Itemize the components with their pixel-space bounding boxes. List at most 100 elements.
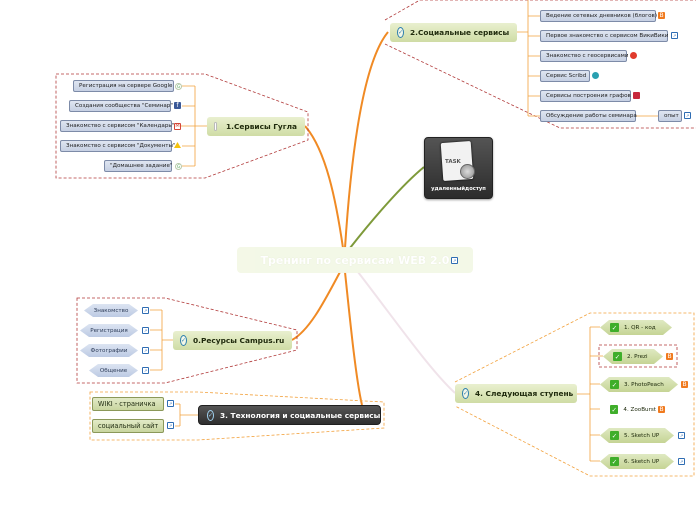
leaf-label: WIKI - страничка [98,400,156,408]
central-title: Тренинг по сервисам WEB 2.0 [260,253,450,267]
leaf-label: Первое знакомство с сервисом ВикиВики [546,33,669,39]
link-icon[interactable]: ↗ [678,458,685,465]
central-link-icon[interactable]: ↗ [451,257,458,264]
leaf-label: социальный сайт [98,422,159,430]
connector-central-to-tech [344,271,363,406]
leaf-label: опыт [664,113,679,119]
leaf-label: 1. QR - код [624,324,656,331]
social-item-scribd[interactable]: Сервис Scribd [540,70,590,82]
leaf-label: Знакомство с геосервисами [546,53,629,59]
task-label: удаленныйдоступ [431,186,486,192]
connector-central-to-campus [291,271,341,341]
tech-item-wiki[interactable]: WIKI - страничка [92,397,164,411]
google-icon: G [175,83,182,90]
boundary-social [384,0,696,129]
leaf-label: Обсуждение работы семинара [546,113,637,119]
google-icon: G [175,163,182,170]
branch-tech-title: 3. Технология и социальные сервисы [220,410,381,420]
connector-central-to-social [344,31,389,249]
blogger-icon: B [666,353,673,360]
connector-central-to-task [349,166,425,249]
blogger-icon: B [658,406,665,413]
link-icon[interactable]: ↗ [142,347,149,354]
branch-campus[interactable]: ✓ 0.Ресурсы Campus.ru [173,331,292,350]
google-item-docs[interactable]: Знакомство с сервисом "Документы" [60,140,176,152]
next-item-zooburst[interactable]: ✓ 4. ZooBurst [600,402,656,417]
next-item-sketchup-2[interactable]: ✓ 6. Sketch UP [600,454,674,469]
task-clock-icon [460,164,475,179]
leaf-label: 6. Sketch UP [624,458,660,465]
geo-icon [630,52,637,59]
branch-next[interactable]: ✓ 4. Следующая ступень [455,384,577,403]
link-icon[interactable]: ↗ [142,367,149,374]
social-item-discussion[interactable]: Обсуждение работы семинара [540,110,637,122]
connector-central-to-google [304,125,344,249]
link-icon[interactable]: ↗ [142,307,149,314]
task-complete-icon: ✓ [397,27,405,38]
checkbox-icon: ✓ [611,457,618,466]
link-icon[interactable]: ↗ [167,400,174,407]
leaf-label: "Домашнее задание" [110,163,173,169]
social-item-graphs[interactable]: Сервисы построения графов [540,90,631,102]
blogger-icon: B [658,12,665,19]
social-subitem-experience[interactable]: опыт [658,110,682,122]
branch-next-title: 4. Следующая ступень [475,389,574,398]
branch-social[interactable]: ✓ 2.Социальные сервисы [390,23,517,42]
campus-item-photos[interactable]: Фотографии [80,344,138,357]
leaf-label: Общение [99,367,128,374]
leaf-label: 3. PhotoPeach [624,381,664,388]
checkbox-icon: ✓ [611,323,618,332]
blogger-icon: B [681,381,688,388]
leaf-label: Сервис Scribd [546,73,587,79]
google-item-community[interactable]: Создания сообщества "Семинар" [69,100,173,112]
campus-item-registration[interactable]: Регистрация [80,324,138,337]
branch-tech[interactable]: ✓ 3. Технология и социальные сервисы [198,405,381,425]
leaf-label: Сервисы построения графов [546,93,631,99]
boundary-campus [76,297,298,384]
central-topic[interactable]: Тренинг по сервисам WEB 2.0 [237,247,473,273]
branch-google[interactable]: 1.Сервисы Гугла [207,117,305,136]
google-item-calendar[interactable]: Знакомство с сервисом "Календарь" [60,120,175,132]
scribd-icon [592,72,599,79]
link-icon[interactable]: ↗ [142,327,149,334]
link-icon[interactable]: ↗ [167,422,174,429]
social-item-wiki[interactable]: Первое знакомство с сервисом ВикиВики [540,30,668,42]
next-item-photopeach[interactable]: ✓ 3. PhotoPeach [600,377,678,392]
tech-item-social-site[interactable]: социальный сайт [92,419,164,433]
task-image-node[interactable]: TASK удаленныйдоступ [424,137,493,199]
checkbox-icon: ✓ [611,431,618,440]
google-item-homework[interactable]: "Домашнее задание" [104,160,172,172]
leaf-label: Регистрация на сервере Google [79,83,173,89]
leaf-label: 4. ZooBurst [623,406,656,413]
branch-social-title: 2.Социальные сервисы [410,28,510,37]
link-icon[interactable]: ↗ [678,432,685,439]
leaf-label: Знакомство [93,307,129,314]
next-item-prezi[interactable]: ✓ 2. Prezi [603,349,663,364]
link-icon[interactable]: ↗ [684,112,691,119]
leaf-label: Создания сообщества "Семинар" [75,103,173,109]
leaf-label: Регистрация [90,327,128,334]
boundary-google [55,73,309,179]
leaf-label: Знакомство с сервисом "Календарь" [66,123,175,129]
boundary-next [454,312,695,477]
campus-item-intro[interactable]: Знакомство [84,304,138,317]
link-icon[interactable]: ↗ [671,32,678,39]
graph-service-icon [633,92,640,99]
google-item-registration[interactable]: Регистрация на сервере Google [73,80,174,92]
checkbox-icon: ✓ [610,405,619,414]
leaf-label: Знакомство с сервисом "Документы" [66,143,176,149]
next-item-qr[interactable]: ✓ 1. QR - код [600,320,672,335]
campus-item-communication[interactable]: Общение [89,364,138,377]
branch-google-title: 1.Сервисы Гугла [226,122,297,131]
branch-campus-title: 0.Ресурсы Campus.ru [193,336,285,345]
social-item-blogs[interactable]: Ведение сетевых дневников (блогов) [540,10,657,22]
drive-icon [174,142,181,148]
next-item-sketchup-1[interactable]: ✓ 5. Sketch UP [600,428,674,443]
facebook-icon: f [174,102,181,109]
task-complete-icon: ✓ [180,335,188,346]
leaf-label: 5. Sketch UP [624,432,660,439]
social-item-geo[interactable]: Знакомство с геосервисами [540,50,629,62]
task-complete-icon: ✓ [207,409,215,421]
leaf-label: Фотографии [90,347,128,354]
leaf-label: 2. Prezi [627,353,648,360]
